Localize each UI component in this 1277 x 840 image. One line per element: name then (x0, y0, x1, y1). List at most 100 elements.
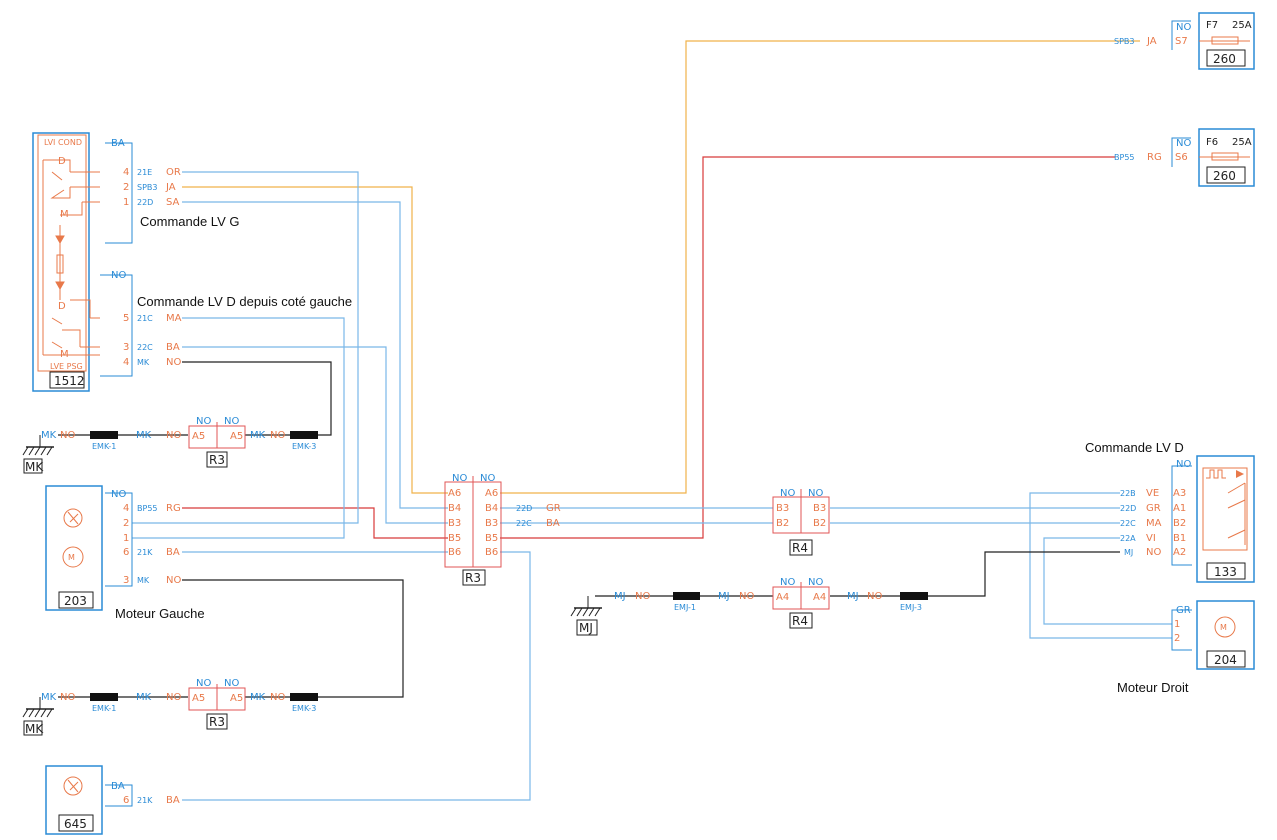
c645-id: 645 (64, 817, 87, 831)
pin-number: 3 (123, 342, 129, 353)
component-1512: LVI COND LVE PSG 1512 D M D (32, 132, 182, 392)
connector-r4-ground: NO NO A4 A4 R4 (772, 577, 830, 629)
c1512-header-no: NO (111, 270, 126, 281)
conn-no: NO (196, 678, 211, 689)
conn-pin: A5 (192, 693, 205, 704)
connector-r3-main: NO NO A6 B4 B3 B5 B6 A6 B4 B3 B5 B6 R3 2… (444, 473, 561, 586)
pin-number: 2 (1174, 633, 1180, 644)
ground-wire: MK (41, 692, 57, 703)
wire-bp55-out (500, 156, 1115, 539)
conn-id: R3 (209, 715, 225, 729)
conn-id: R3 (465, 571, 481, 585)
wire-code: MK (137, 358, 150, 367)
pin-number: A2 (1173, 547, 1186, 558)
wire-code: SPB3 (137, 183, 157, 192)
wire-22d (182, 201, 448, 509)
wire-color: VE (1146, 488, 1159, 499)
fuse-f6: NO F6 25A 260 BP55 RG S6 (1114, 128, 1255, 187)
wire-code: 22D (1120, 504, 1136, 513)
wire-color: NO (1146, 547, 1161, 558)
caption-commande-lv-d-gauche: Commande LV D depuis coté gauche (137, 294, 352, 309)
wire-code: 22C (1120, 519, 1136, 528)
fuse-f7: NO F7 25A 260 SPB3 JA S7 (1114, 12, 1255, 70)
conn-no: NO (480, 473, 495, 484)
wire-21k-645 (182, 551, 531, 801)
connector-r4-main: NO NO B3 B2 B3 B2 R4 (772, 488, 830, 556)
caption-moteur-droit: Moteur Droit (1117, 680, 1189, 695)
c1512-header-ba: BA (111, 138, 125, 149)
ground-color: NO (635, 591, 650, 602)
wire-code: MK (137, 576, 150, 585)
fuse-id: 260 (1213, 169, 1236, 183)
wire-color: OR (166, 167, 181, 178)
pin-number: 2 (123, 182, 129, 193)
conn-pin-left: B3 (448, 518, 461, 529)
wire-color: JA (165, 182, 176, 193)
c1512-bottom-label: LVE PSG (50, 362, 83, 371)
c1512-id: 1512 (54, 374, 85, 388)
wire-spb3 (182, 186, 448, 494)
pin-number: A1 (1173, 503, 1186, 514)
conn-no: NO (808, 488, 823, 499)
c1512-pin-row: 4 21E OR 2 SPB3 JA 1 22D SA 5 21C MA 3 2… (123, 167, 182, 368)
pin-number: 1 (123, 197, 129, 208)
conn-pin: A5 (230, 431, 243, 442)
conn-pin: A4 (776, 592, 789, 603)
pin-number: 4 (123, 357, 129, 368)
conn-no: NO (224, 678, 239, 689)
pin-number: 1 (123, 533, 129, 544)
conn-pin-left: B3 (776, 503, 789, 514)
pin-number: B2 (1173, 518, 1186, 529)
wire-mj-133 (928, 551, 1120, 597)
ground-mk-bottom: MK MK NO EMK-1 MK NO MK NO EMK-3 (22, 692, 318, 736)
component-133: NO 133 22B VE A3 22D GR A1 22C MA B2 22A… (1120, 455, 1255, 583)
splice-label: EMJ-1 (674, 603, 696, 612)
ground-color: NO (270, 430, 285, 441)
connector-r3-bottom: NO NO A5 A5 R3 (188, 678, 246, 730)
wire-color: BA (166, 342, 180, 353)
conn-no: NO (196, 416, 211, 427)
wire-code: 21K (137, 548, 153, 557)
wire-code: 22C (516, 519, 532, 528)
wire-code: BP55 (137, 504, 158, 513)
ground-mj: MJ MJ NO EMJ-1 MJ NO MJ NO EMJ-3 (570, 591, 928, 636)
ground-color: NO (867, 591, 882, 602)
wire-code: MJ (1124, 548, 1133, 557)
fuse-name: F6 (1206, 137, 1218, 148)
connector-r3-top: NO NO A5 A5 R3 (188, 416, 246, 468)
ground-color: NO (270, 692, 285, 703)
conn-pin-left: B2 (776, 518, 789, 529)
wire-mk-203 (182, 579, 404, 698)
ground-wire: MK (250, 692, 266, 703)
c204-header: GR (1176, 605, 1191, 616)
ground-color: NO (60, 430, 75, 441)
fuse-color: JA (1146, 36, 1157, 47)
fuse-amps: 25A (1232, 137, 1252, 148)
conn-no: NO (808, 577, 823, 588)
pin-number: 2 (123, 518, 129, 529)
conn-pin-right: B3 (813, 503, 826, 514)
wire-color: BA (166, 795, 180, 806)
wire-22a (1043, 537, 1172, 625)
wire-code: 22C (137, 343, 153, 352)
fuse-no: NO (1176, 22, 1191, 33)
component-204: GR M 204 1 2 (1171, 600, 1255, 670)
c133-header: NO (1176, 459, 1191, 470)
wire-code: 21E (137, 168, 152, 177)
wire-color: BA (546, 518, 560, 529)
fuse-no: NO (1176, 138, 1191, 149)
pin-number: 3 (123, 575, 129, 586)
svg-text:M: M (1220, 623, 1227, 632)
ground-wire: MK (136, 430, 152, 441)
fuse-name: F7 (1206, 20, 1218, 31)
pin-number: 1 (1174, 619, 1180, 630)
splice-label: EMK-3 (292, 442, 316, 451)
fuse-wire: BP55 (1114, 153, 1135, 162)
splice-label: EMK-3 (292, 704, 316, 713)
ground-wire: MK (136, 692, 152, 703)
conn-id: R4 (792, 541, 808, 555)
fuse-pin: S6 (1175, 152, 1188, 163)
wire-color: SA (166, 197, 180, 208)
